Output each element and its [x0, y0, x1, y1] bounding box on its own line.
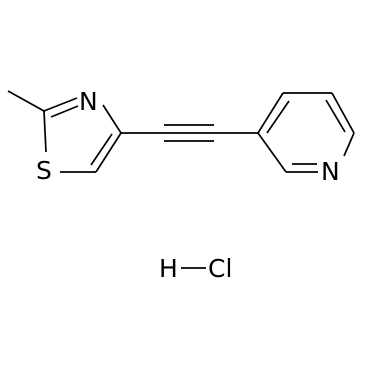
bond-c4-c5 [95, 132, 122, 173]
thiazole-sulfur-label: S [36, 156, 52, 185]
bond-c4-c3-inner [266, 100, 290, 134]
bond-c2-n3-inner [50, 105, 79, 118]
thiazole-nitrogen-label: N [79, 87, 98, 116]
bond-c4-c5-inner [90, 133, 113, 166]
methyl-bond [7, 90, 45, 112]
bond-c4-c3 [257, 92, 284, 134]
hydrogen-label: H [159, 254, 178, 283]
bond-c6-c5-inner [325, 99, 346, 133]
bond-n1-c6 [343, 132, 355, 157]
bond-c3-c2 [257, 132, 287, 173]
hydrochloride-salt: H Cl [159, 254, 232, 283]
thiazole-ring [43, 97, 122, 173]
pyridine-nitrogen-label: N [321, 157, 340, 186]
bond-c2-n3 [43, 97, 78, 112]
chlorine-label: Cl [208, 254, 232, 283]
bond-n3-c4 [102, 104, 122, 134]
pyridine-ring [257, 92, 355, 173]
alkyne-triple-bond [121, 124, 258, 142]
bond-s1-c2 [43, 110, 47, 153]
bond-c6-c5 [331, 92, 355, 134]
